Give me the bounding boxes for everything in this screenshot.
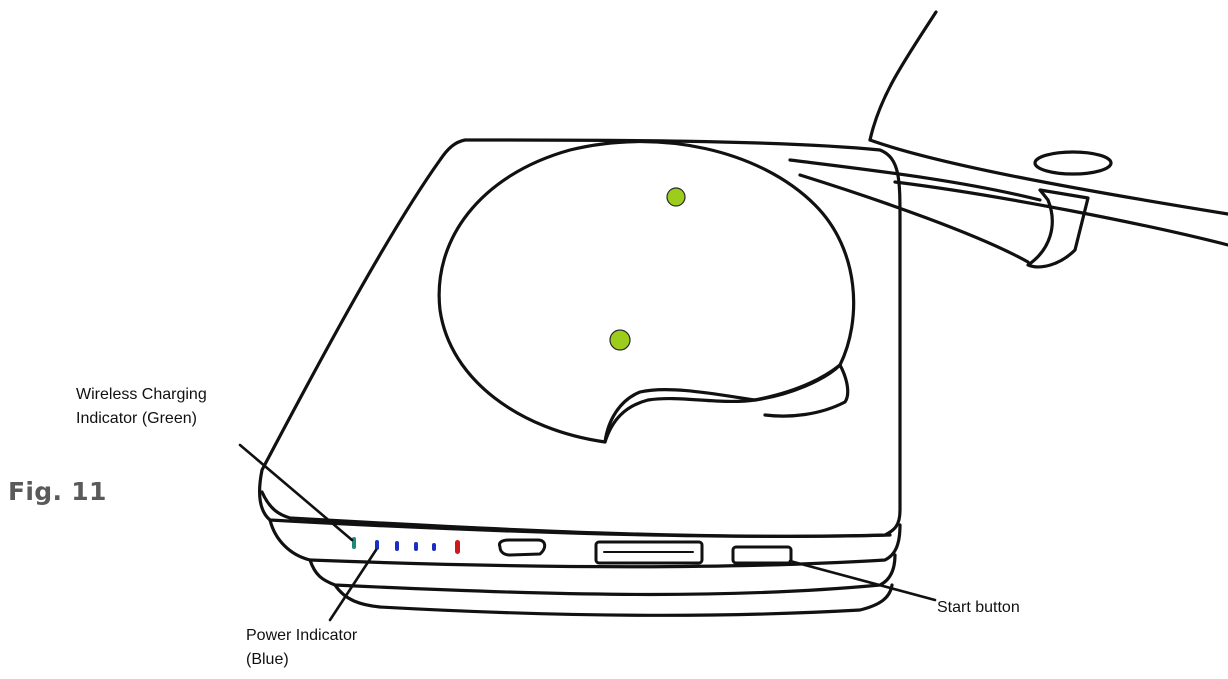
cable [790,12,1228,267]
start-button-callout: Start button [937,596,1020,620]
start-button[interactable] [733,547,791,563]
wireless-led [352,537,356,549]
leader-wireless [240,445,352,540]
red-led [455,540,460,554]
figure-label: Fig. 11 [8,477,107,506]
power-led-1 [375,540,379,550]
pad-dot-bottom [610,330,630,350]
power-led-4 [432,543,436,551]
charging-pad [439,142,854,442]
pad-dot-top [667,188,685,206]
power-callout-line-2: (Blue) [246,648,357,672]
power-indicator-callout: Power Indicator (Blue) [246,624,357,672]
micro-usb-port [499,540,544,555]
wireless-callout-line-1: Wireless Charging [76,383,207,407]
wireless-indicator-callout: Wireless Charging Indicator (Green) [76,383,207,431]
power-led-3 [414,542,418,551]
ports [499,540,791,563]
wireless-callout-line-2: Indicator (Green) [76,407,207,431]
power-callout-line-1: Power Indicator [246,624,357,648]
led-indicators [352,537,460,554]
start-callout-text: Start button [937,596,1020,620]
leader-start [790,561,935,600]
power-led-2 [395,541,399,551]
